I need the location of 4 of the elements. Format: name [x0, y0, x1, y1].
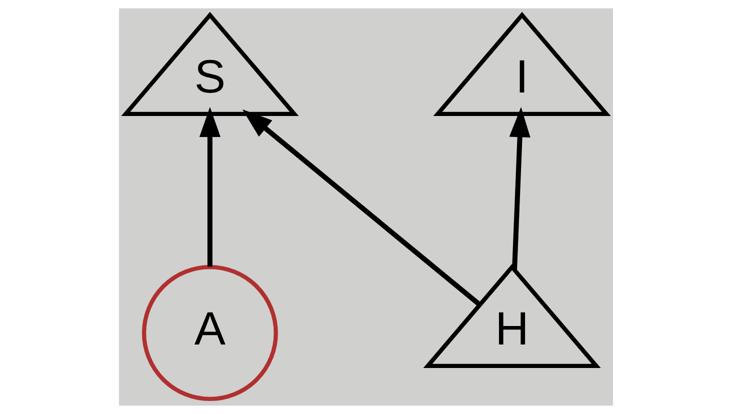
arrow — [242, 109, 481, 307]
node-circle: A — [141, 265, 278, 401]
arrow — [198, 106, 220, 267]
arrow — [508, 107, 530, 270]
